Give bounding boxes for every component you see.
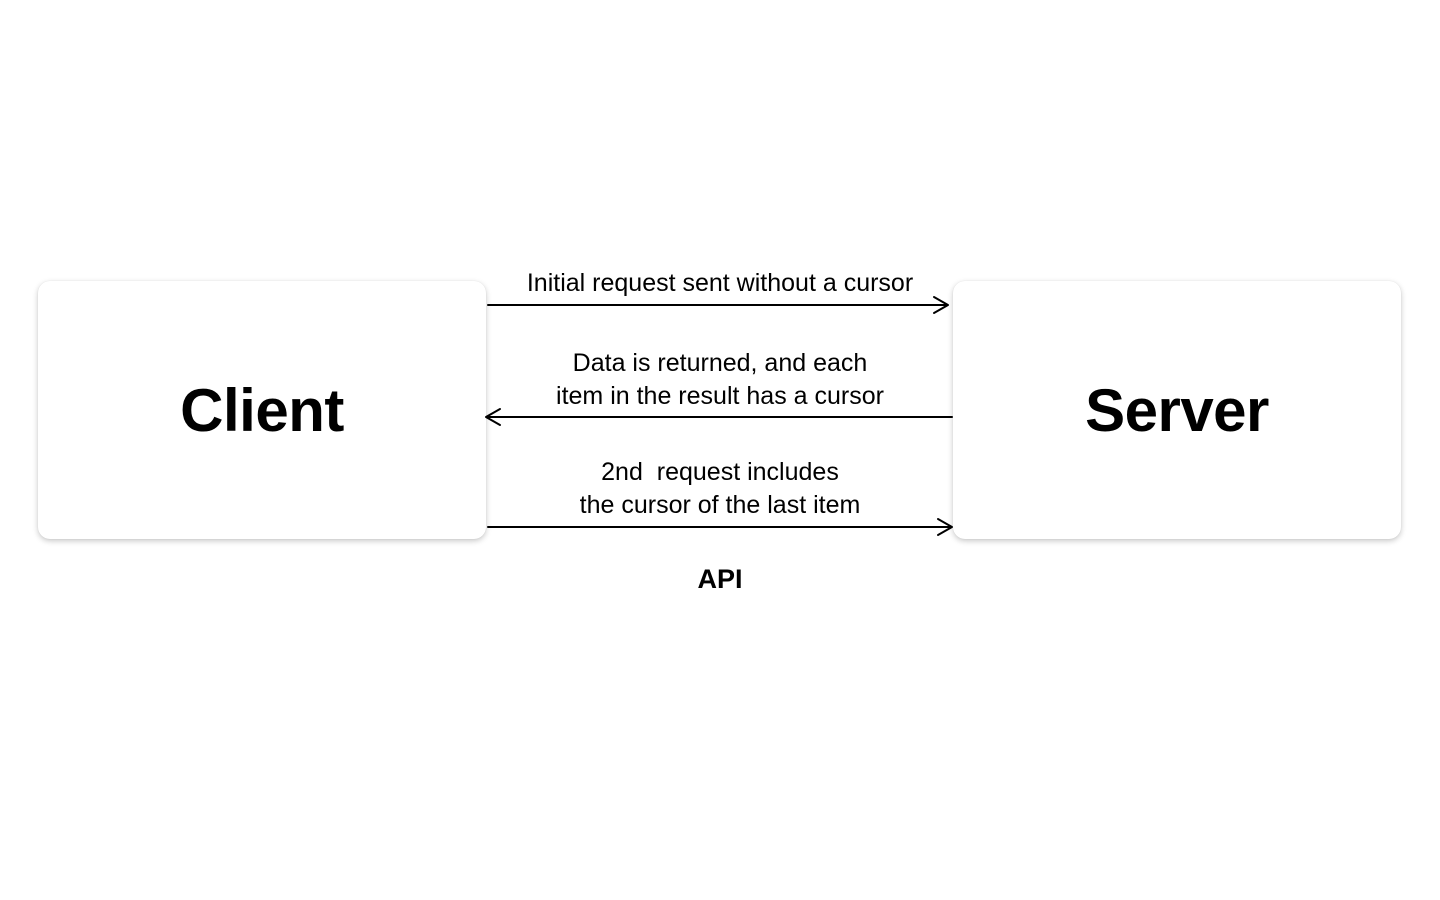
message-initial-request-label: Initial request sent without a cursor	[526, 269, 914, 297]
message-data-returned-label: Data is returned, and each item in the r…	[556, 349, 884, 410]
client-node: Client	[38, 281, 486, 539]
server-node: Server	[953, 281, 1401, 539]
message-second-request-label: 2nd request includes the cursor of the l…	[579, 458, 861, 519]
api-label: API	[697, 564, 743, 594]
client-node-label: Client	[180, 376, 344, 444]
server-node-label: Server	[1085, 376, 1269, 444]
